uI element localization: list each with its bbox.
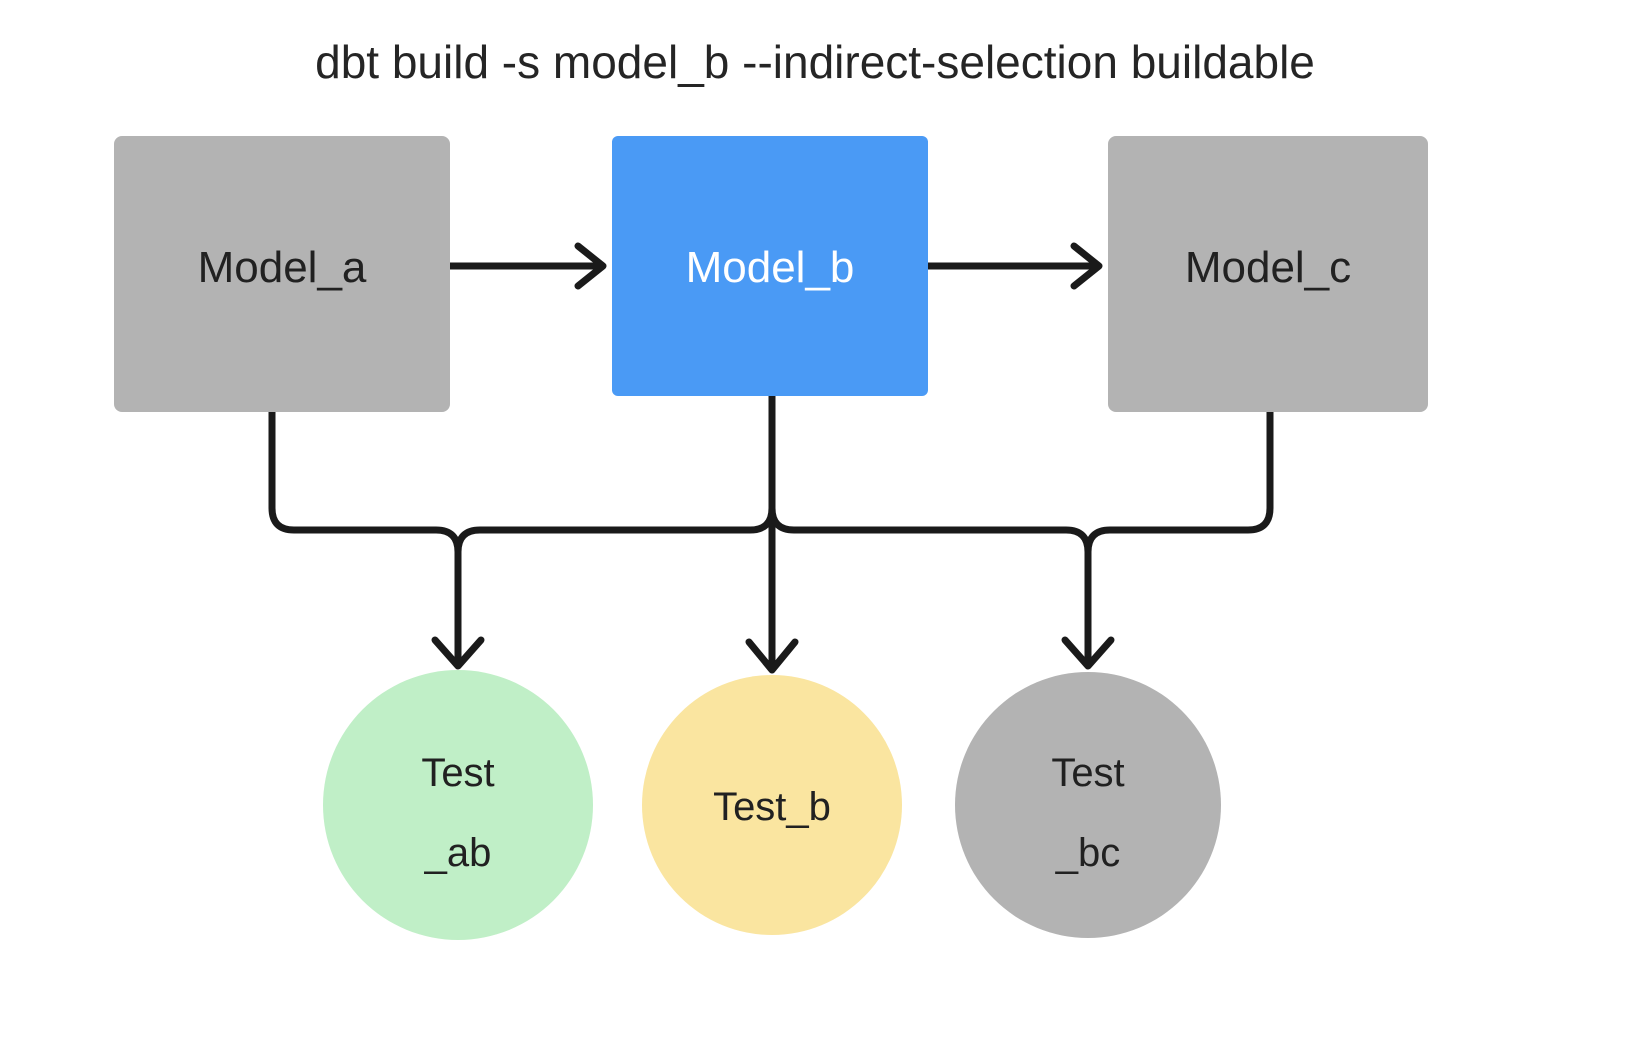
edge-model-b-to-test-ab: [454, 396, 776, 553]
test-ab-label-line2: _ab: [424, 831, 492, 875]
edge-model-a-to-test-ab: [268, 412, 485, 670]
model-b-label: Model_b: [686, 243, 855, 292]
edge-model-b-to-model-c: [928, 242, 1103, 290]
test-bc-shape[interactable]: [955, 672, 1221, 938]
test-ab-shape[interactable]: [323, 670, 593, 940]
test-ab-label-line1: Test: [421, 751, 494, 795]
model-a-shape[interactable]: [114, 136, 450, 412]
model-b-shape[interactable]: [612, 136, 928, 396]
edge-model-a-to-model-b: [450, 242, 607, 290]
model-a-label: Model_a: [198, 243, 367, 292]
test-bc-label-line1: Test: [1051, 751, 1124, 795]
node-test-b[interactable]: Test_b: [642, 675, 902, 935]
model-node-layer: Model_a Model_b Model_c: [114, 136, 1428, 412]
node-model-c[interactable]: Model_c: [1108, 136, 1428, 412]
test-bc-label-line2: _bc: [1055, 831, 1121, 875]
page-title: dbt build -s model_b --indirect-selectio…: [315, 36, 1315, 88]
node-model-b[interactable]: Model_b: [612, 136, 928, 396]
edge-model-b-to-test-bc: [768, 507, 1115, 670]
node-test-bc[interactable]: Test _bc: [955, 672, 1221, 938]
model-c-shape[interactable]: [1108, 136, 1428, 412]
test-b-shape[interactable]: [642, 675, 902, 935]
model-c-label: Model_c: [1185, 243, 1351, 292]
node-model-a[interactable]: Model_a: [114, 136, 450, 412]
node-test-ab[interactable]: Test _ab: [323, 670, 593, 940]
test-node-layer: Test _ab Test_b Test _bc: [323, 670, 1221, 940]
edge-layer: [268, 242, 1274, 674]
edge-model-c-to-test-bc: [1084, 412, 1274, 553]
test-b-label-line1: Test_b: [713, 785, 831, 829]
edge-model-b-to-test-b: [745, 396, 799, 674]
